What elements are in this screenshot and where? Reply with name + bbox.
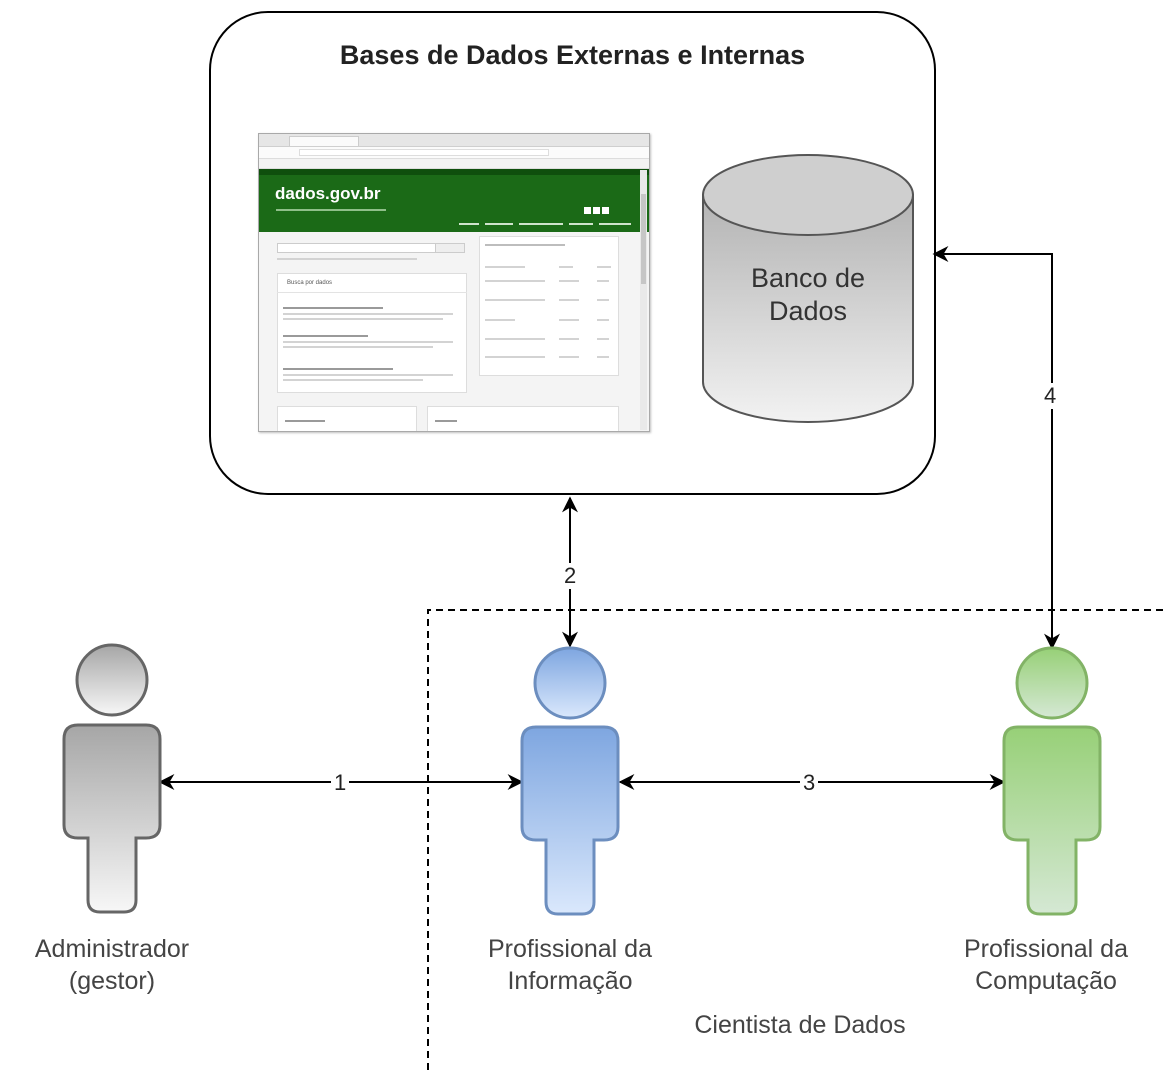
database-cylinder (702, 154, 914, 423)
portal-search-input (277, 243, 437, 253)
edge-4-label: 4 (1041, 383, 1060, 409)
edge-4-connector (932, 246, 1060, 650)
database-label: Banco de Dados (750, 263, 866, 326)
actor-label-profissional-informacao: Profissional da Informação (488, 935, 652, 995)
portal-scrollbar (640, 170, 647, 430)
actor-profissional-informacao (520, 646, 620, 916)
actor-body (520, 725, 620, 916)
actor-label-profissional-computacao: Profissional da Computação (964, 935, 1128, 995)
group-label: Cientista de Dados (694, 1011, 906, 1039)
portal-header-icons (584, 201, 609, 219)
actor-head (1015, 646, 1089, 720)
actor-administrador (62, 643, 162, 914)
edge-2-label: 2 (561, 563, 580, 589)
portal-bottom-panel-left (277, 406, 417, 431)
browser-tab (289, 136, 359, 146)
actor-head (533, 646, 607, 720)
actor-body (62, 723, 162, 914)
portal-bottom-panel-right (427, 406, 619, 431)
portal-panel-title: Busca por dados (287, 280, 333, 286)
portal-logo: dados.gov.br (275, 184, 381, 203)
portal-screenshot: dados.gov.br Busca por dados (258, 133, 650, 432)
portal-datasets-panel (277, 273, 467, 393)
actor-body (1002, 725, 1102, 916)
edge-1-label: 1 (331, 770, 350, 796)
portal-search-button (435, 243, 465, 253)
container-title: Bases de Dados Externas e Internas (339, 40, 806, 70)
portal-header (259, 169, 649, 232)
data-scientist-group (427, 609, 1163, 1070)
actor-head (75, 643, 149, 717)
edge-3-label: 3 (800, 770, 819, 796)
actor-label-administrador: Administrador (gestor) (34, 935, 190, 995)
browser-address-bar (299, 149, 549, 156)
actor-profissional-computacao (1002, 646, 1102, 916)
portal-ranking-panel (479, 236, 619, 376)
